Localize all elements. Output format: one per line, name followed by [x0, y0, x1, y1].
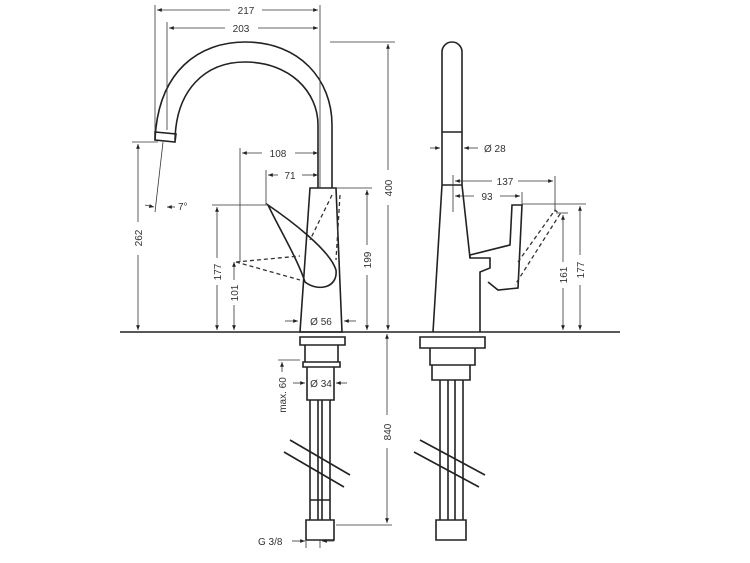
dim-199: 199	[363, 251, 374, 268]
dim-71: 71	[284, 171, 296, 182]
hoses	[305, 400, 335, 541]
dim-161: 161	[559, 266, 570, 283]
side-mounting	[419, 336, 486, 541]
break-lines	[283, 439, 351, 488]
dim-max-60: max. 60	[278, 377, 289, 413]
dim-diameter-56: Ø 56	[310, 317, 332, 328]
dim-108: 108	[270, 149, 287, 160]
dim-177-side: 177	[576, 261, 587, 278]
dim-400: 400	[384, 179, 395, 196]
side-dimensions: Ø 28 137 93 177 161	[430, 144, 587, 330]
dim-217: 217	[238, 6, 255, 17]
dim-840: 840	[383, 423, 394, 440]
dim-262: 262	[134, 229, 145, 246]
side-lever-open-position	[514, 209, 561, 286]
spout-outline	[154, 41, 333, 188]
dim-7-degrees: 7°	[178, 202, 188, 213]
lever-open-position	[235, 194, 341, 281]
dim-diameter-34: Ø 34	[310, 379, 332, 390]
spout-column	[441, 41, 463, 186]
mounting-assembly	[299, 336, 346, 401]
side-break-lines	[413, 439, 486, 488]
side-lever-outline	[469, 204, 523, 291]
dim-203: 203	[233, 24, 250, 35]
spout-outlet	[154, 131, 177, 143]
side-view	[413, 41, 561, 541]
front-dimensions: 217 203 400 199 262 177 101 108 71 7° Ø …	[132, 5, 395, 548]
dim-g-3-8: G 3/8	[258, 537, 283, 548]
front-view	[120, 41, 620, 541]
dim-177: 177	[213, 263, 224, 280]
dim-137: 137	[497, 177, 514, 188]
dim-93: 93	[481, 192, 493, 203]
dim-101: 101	[230, 284, 241, 301]
side-body-outline	[432, 184, 491, 333]
lever-outline	[265, 202, 337, 289]
body-outline	[299, 187, 343, 333]
dim-diameter-28: Ø 28	[484, 144, 506, 155]
